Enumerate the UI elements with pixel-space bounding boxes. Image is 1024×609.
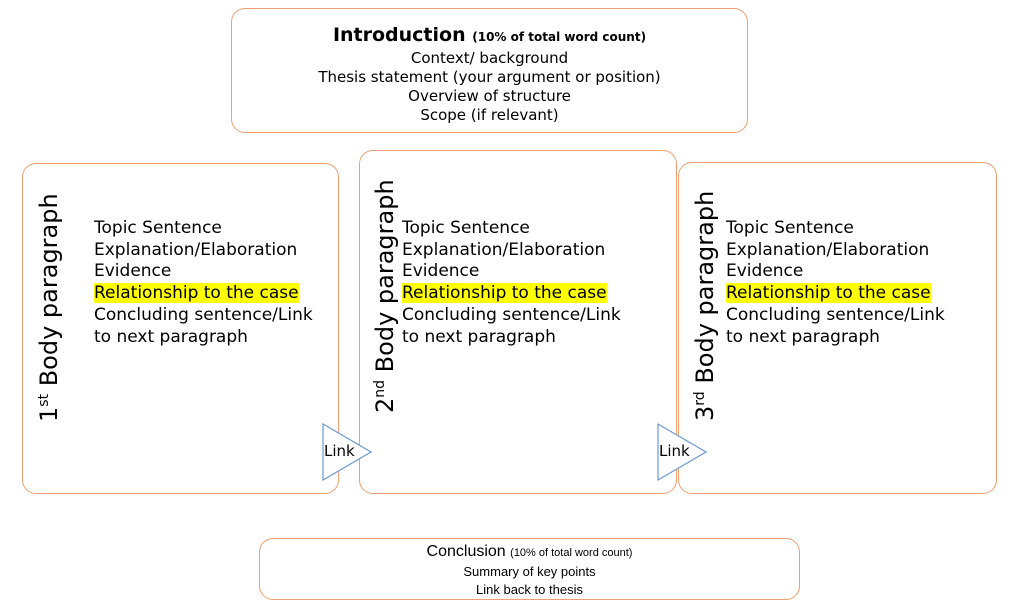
conclusion-line: Summary of key points (463, 564, 596, 579)
item-explanation: Explanation/Elaboration (402, 239, 606, 260)
conclusion-title: Conclusion (10% of total word count) (426, 543, 633, 560)
introduction-box: Introduction (10% of total word count) C… (231, 8, 748, 133)
item-topic-sentence: Topic Sentence (94, 218, 222, 238)
body-paragraph-3-box: 3rd Body paragraph Topic Sentence Explan… (678, 162, 997, 494)
item-concluding: Concluding sentence/Link to next paragra… (402, 304, 621, 347)
intro-line: Context/ background (410, 49, 569, 67)
body-paragraph-2-items: Topic Sentence Explanation/Elaboration E… (402, 218, 628, 348)
intro-line: Thesis statement (your argument or posit… (318, 68, 661, 86)
item-concluding: Concluding sentence/Link to next paragra… (94, 304, 313, 347)
body-paragraph-1-items: Topic Sentence Explanation/Elaboration E… (94, 218, 320, 348)
item-evidence: Evidence (94, 261, 172, 282)
link-arrow-1: Link (322, 422, 373, 482)
item-explanation: Explanation/Elaboration (726, 239, 930, 260)
item-topic-sentence: Topic Sentence (726, 218, 854, 238)
introduction-subtitle: (10% of total word count) (472, 30, 647, 44)
item-concluding: Concluding sentence/Link to next paragra… (726, 304, 945, 347)
body-paragraph-3-title: 3rd Body paragraph (691, 190, 719, 421)
item-relationship-highlight: Relationship to the case (726, 283, 931, 304)
link-label: Link (659, 442, 690, 460)
body-paragraph-3-items: Topic Sentence Explanation/Elaboration E… (726, 218, 952, 348)
item-evidence: Evidence (402, 261, 480, 282)
item-relationship-highlight: Relationship to the case (402, 283, 607, 304)
link-arrow-2: Link (657, 422, 708, 482)
right-arrow-icon (322, 422, 373, 482)
right-arrow-icon (657, 422, 708, 482)
introduction-title: Introduction (10% of total word count) (332, 24, 647, 46)
conclusion-box: Conclusion (10% of total word count) Sum… (259, 538, 800, 600)
link-label: Link (324, 442, 355, 460)
intro-line: Scope (if relevant) (420, 106, 559, 124)
body-paragraph-1-title: 1st Body paragraph (35, 193, 63, 422)
item-topic-sentence: Topic Sentence (402, 218, 530, 238)
item-explanation: Explanation/Elaboration (94, 239, 298, 260)
conclusion-line: Link back to thesis (476, 582, 583, 597)
body-paragraph-2-box: 2nd Body paragraph Topic Sentence Explan… (359, 150, 677, 494)
item-relationship-highlight: Relationship to the case (94, 283, 299, 304)
conclusion-subtitle: (10% of total word count) (510, 547, 633, 559)
body-paragraph-1-box: 1st Body paragraph Topic Sentence Explan… (22, 163, 339, 494)
intro-line: Overview of structure (408, 87, 571, 105)
body-paragraph-2-title: 2nd Body paragraph (371, 179, 399, 413)
item-evidence: Evidence (726, 261, 804, 282)
